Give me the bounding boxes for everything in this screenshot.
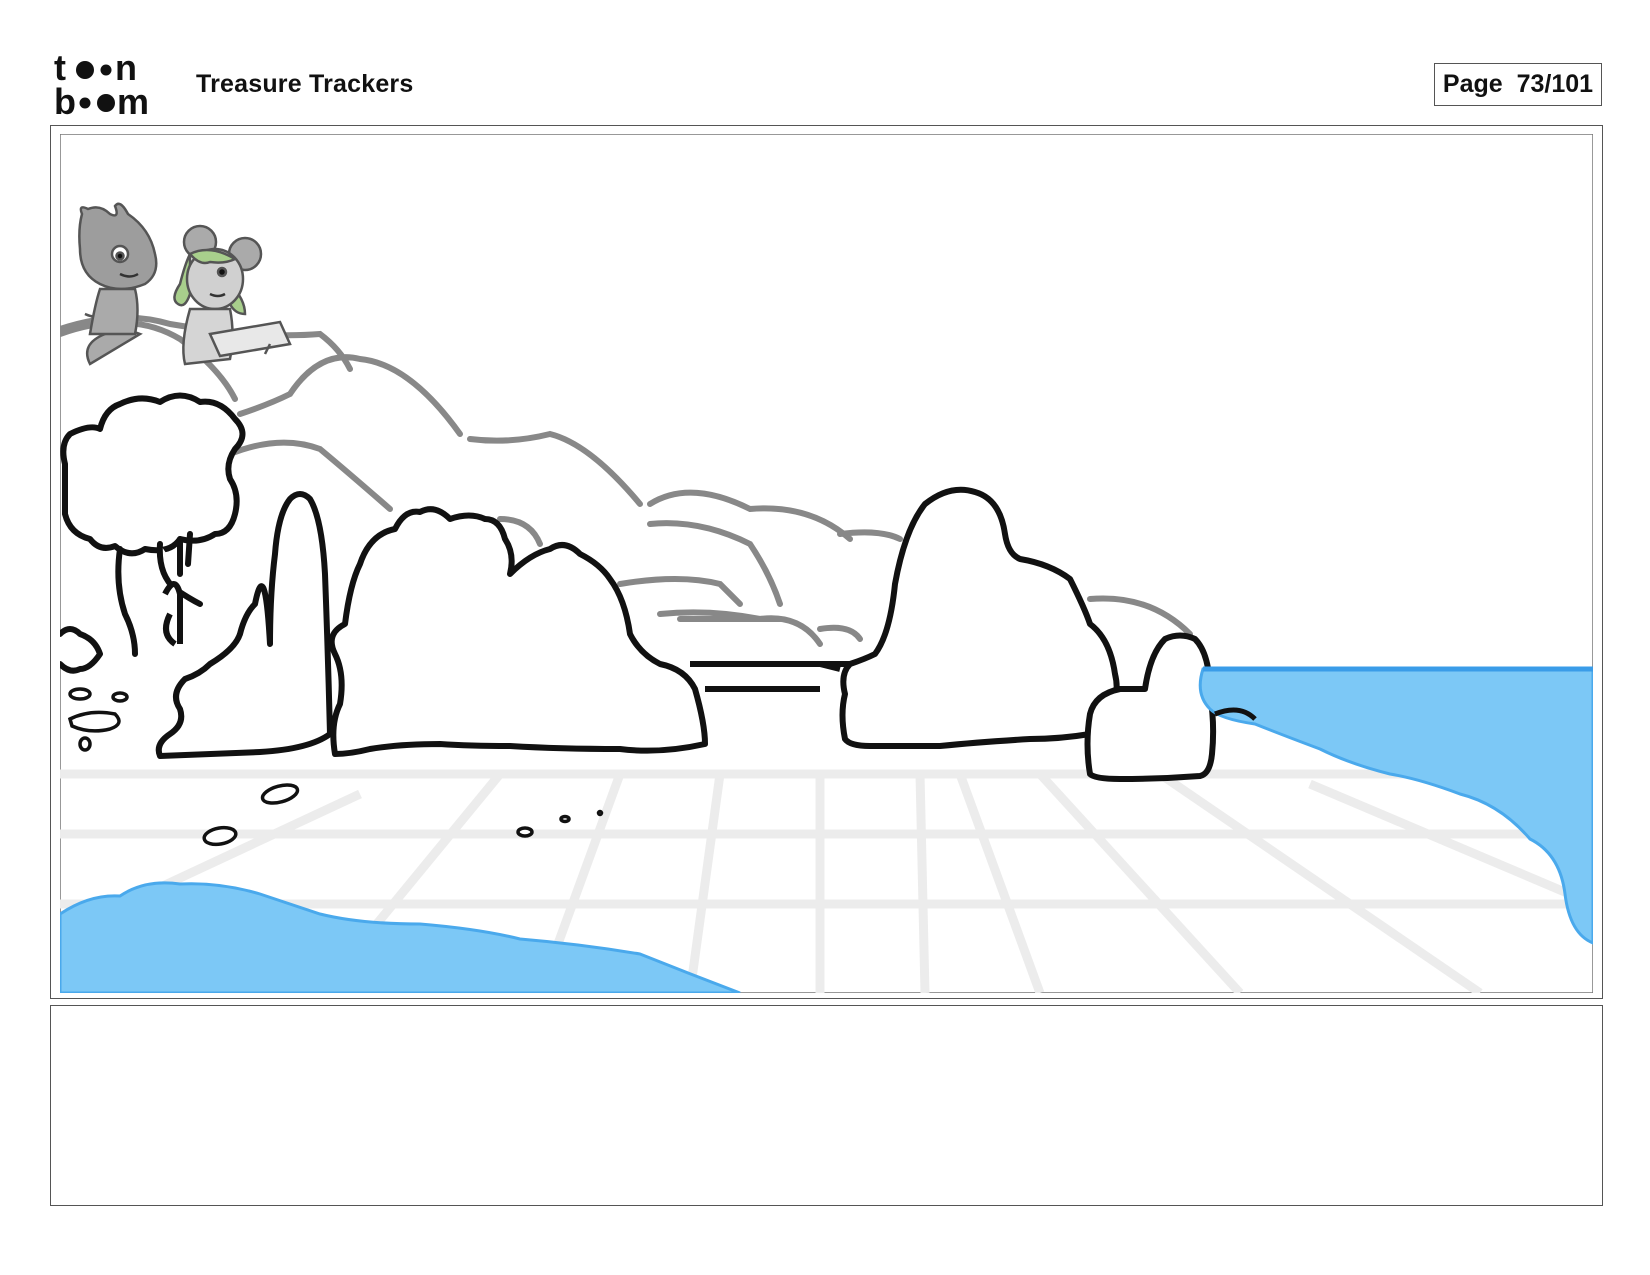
panel-drawing (60, 134, 1593, 993)
page-label: Page (1442, 70, 1503, 98)
rock-formation-center (328, 506, 850, 757)
svg-text:t: t (54, 52, 66, 88)
storyboard-panel (50, 125, 1603, 999)
document-title: Treasure Trackers (196, 70, 414, 98)
ground-grid (60, 769, 1593, 993)
svg-text:b: b (54, 81, 76, 116)
background-hills (60, 314, 1193, 647)
mouse-character-icon (173, 224, 292, 366)
rock-pillar (155, 491, 333, 759)
page-indicator: Page 73/101 (1434, 63, 1602, 106)
rock-formation-right (839, 486, 1120, 749)
tree (60, 392, 246, 674)
water-icon (60, 666, 1593, 993)
svg-text:m: m (117, 81, 149, 116)
pebbles (67, 687, 604, 847)
rock-small (1084, 632, 1217, 782)
toon-boom-logo-icon: t n b m (54, 52, 149, 116)
page-number: 73/101 (1516, 70, 1594, 98)
svg-text:n: n (115, 52, 137, 88)
panel-notes-box[interactable] (50, 1005, 1603, 1206)
cat-character-icon (78, 202, 158, 366)
